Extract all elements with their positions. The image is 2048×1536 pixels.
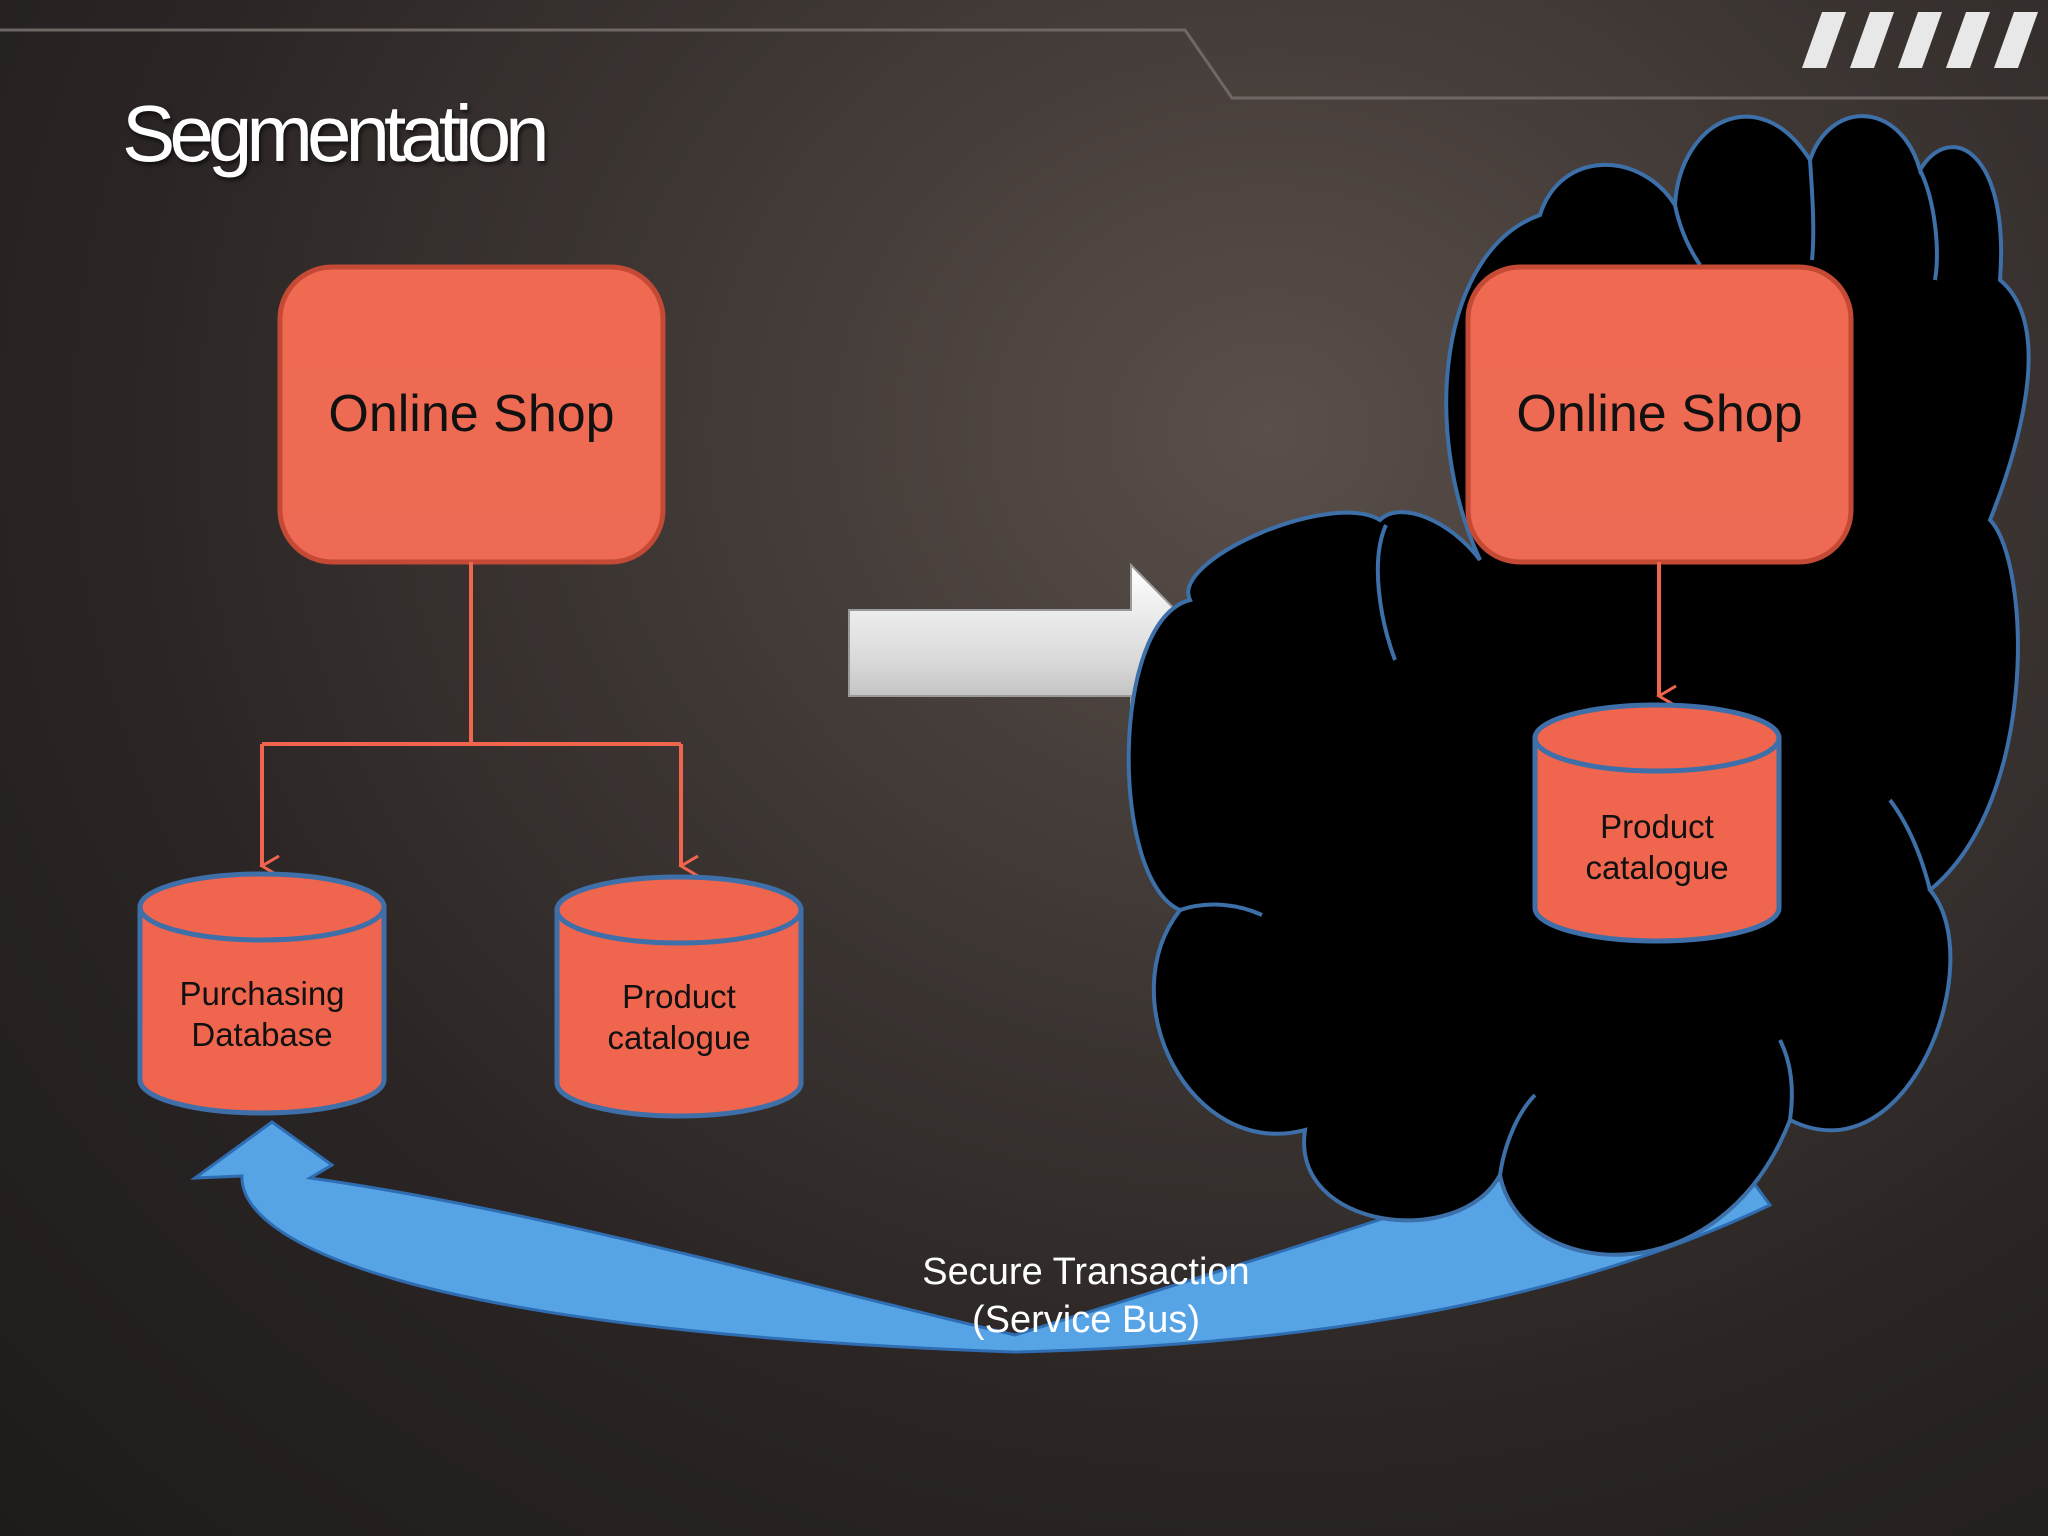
left-connectors bbox=[262, 562, 681, 866]
cloud-creases bbox=[1179, 159, 1939, 1176]
header-line bbox=[0, 28, 2048, 100]
service-bus-label: Secure Transaction (Service Bus) bbox=[886, 1248, 1286, 1344]
left-product-db-label-line1: Product bbox=[622, 978, 736, 1015]
left-online-shop-label: Online Shop bbox=[328, 385, 615, 443]
left-purchasing-db-label-line1: Purchasing bbox=[179, 975, 345, 1012]
right-product-db-label-line2: catalogue bbox=[1585, 849, 1729, 886]
left-product-db-cylinder bbox=[554, 874, 804, 1119]
service-bus-label-line2: (Service Bus) bbox=[971, 1299, 1201, 1341]
slide-title: Segmentation bbox=[122, 89, 550, 178]
stripes-decoration bbox=[1802, 12, 2038, 68]
right-product-db-label: Product catalogue bbox=[1535, 806, 1779, 888]
left-purchasing-db-label-line2: Database bbox=[191, 1016, 333, 1053]
left-product-db-label-line2: catalogue bbox=[607, 1019, 751, 1056]
service-bus-label-line1: Secure Transaction bbox=[922, 1251, 1250, 1293]
right-product-db-cylinder bbox=[1532, 702, 1782, 944]
right-product-db-label-line1: Product bbox=[1600, 808, 1714, 845]
service-bus-arrow bbox=[190, 1108, 1773, 1354]
right-online-shop-label: Online Shop bbox=[1516, 385, 1803, 443]
left-purchasing-db-label: Purchasing Database bbox=[140, 973, 384, 1055]
left-product-db-label: Product catalogue bbox=[557, 976, 801, 1058]
left-purchasing-db-cylinder bbox=[137, 871, 387, 1116]
